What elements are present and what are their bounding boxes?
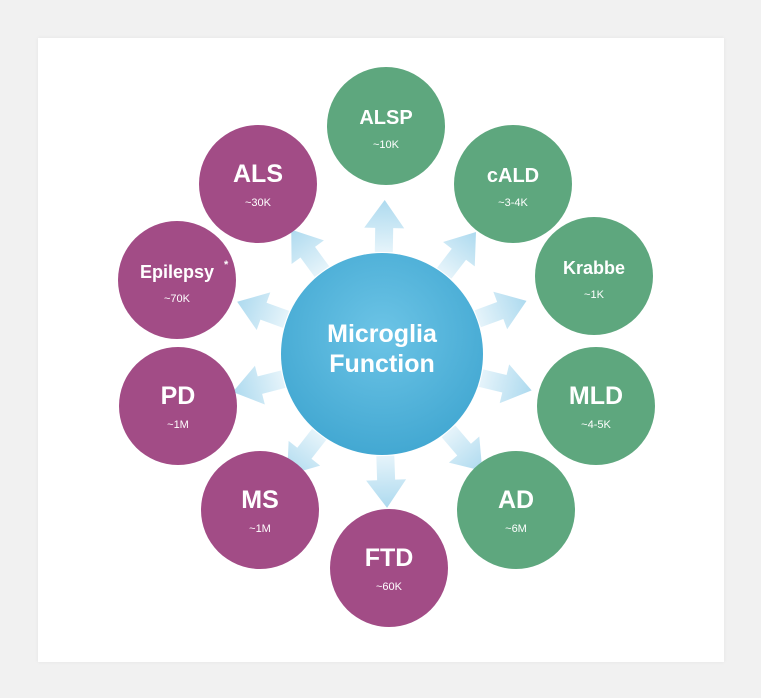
node-name-ms: MS	[241, 486, 279, 514]
node-value-als: ~30K	[245, 197, 272, 209]
arrow-to-pd	[232, 365, 286, 405]
node-value-mld: ~4-5K	[581, 419, 611, 431]
center-circle	[281, 253, 483, 455]
node-ms: MS ~1M	[201, 451, 319, 569]
node-value-ms: ~1M	[249, 523, 271, 535]
node-mld: MLD ~4-5K	[537, 347, 655, 465]
center-hub: Microglia Function	[281, 253, 483, 455]
arrow-to-ad	[441, 425, 483, 471]
node-epilepsy: Epilepsy * ~70K	[118, 221, 236, 339]
arrow-to-mld	[478, 364, 532, 404]
node-circle-ftd	[330, 509, 448, 627]
node-value-ad: ~6M	[505, 523, 527, 535]
node-name-als: ALS	[233, 160, 283, 188]
node-circle-krabbe	[535, 217, 653, 335]
node-circle-ms	[201, 451, 319, 569]
node-name-ftd: FTD	[365, 544, 414, 572]
node-alsp: ALSP ~10K	[327, 67, 445, 185]
node-value-epilepsy: ~70K	[164, 293, 191, 305]
arrow-to-epilepsy	[237, 292, 290, 331]
arrow-to-als	[291, 229, 330, 277]
microglia-diagram: ALSP ~10K cALD ~3-4K Krabbe ~1K MLD ~4-5K AD ~6M F…	[118, 67, 655, 627]
node-pd: PD ~1M	[119, 347, 237, 465]
node-ftd: FTD ~60K	[330, 509, 448, 627]
node-circle-ad	[457, 451, 575, 569]
node-value-cald: ~3-4K	[498, 197, 528, 209]
node-circle-mld	[537, 347, 655, 465]
node-name-cald: cALD	[487, 165, 539, 187]
node-circle-cald	[454, 125, 572, 243]
arrow-to-ms	[287, 428, 327, 476]
node-als: ALS ~30K	[199, 125, 317, 243]
node-name-krabbe: Krabbe	[563, 258, 625, 278]
node-circle-pd	[119, 347, 237, 465]
node-name-pd: PD	[161, 382, 196, 410]
node-name-epilepsy: Epilepsy	[140, 262, 214, 282]
diagram-card: ALSP ~10K cALD ~3-4K Krabbe ~1K MLD ~4-5K AD ~6M F…	[38, 38, 724, 662]
arrow-to-ftd	[366, 455, 407, 508]
arrow-to-alsp	[364, 200, 405, 253]
node-footnote-mark-epilepsy: *	[224, 259, 229, 271]
center-label-line1: Microglia	[327, 320, 438, 348]
node-krabbe: Krabbe ~1K	[535, 217, 653, 335]
arrows-layer	[232, 200, 532, 508]
node-circle-als	[199, 125, 317, 243]
node-value-pd: ~1M	[167, 419, 189, 431]
node-name-ad: AD	[498, 486, 534, 514]
node-circle-alsp	[327, 67, 445, 185]
node-value-krabbe: ~1K	[584, 289, 605, 301]
node-circle-epilepsy	[118, 221, 236, 339]
arrow-to-krabbe	[474, 291, 527, 330]
node-value-ftd: ~60K	[376, 581, 403, 593]
node-value-alsp: ~10K	[373, 139, 400, 151]
node-cald: cALD ~3-4K	[454, 125, 572, 243]
nodes-layer: ALSP ~10K cALD ~3-4K Krabbe ~1K MLD ~4-5K AD ~6M F…	[118, 67, 655, 627]
node-name-mld: MLD	[569, 382, 623, 410]
node-ad: AD ~6M	[457, 451, 575, 569]
center-label-line2: Function	[329, 350, 435, 378]
arrow-to-cald	[437, 232, 476, 279]
node-name-alsp: ALSP	[359, 107, 412, 129]
